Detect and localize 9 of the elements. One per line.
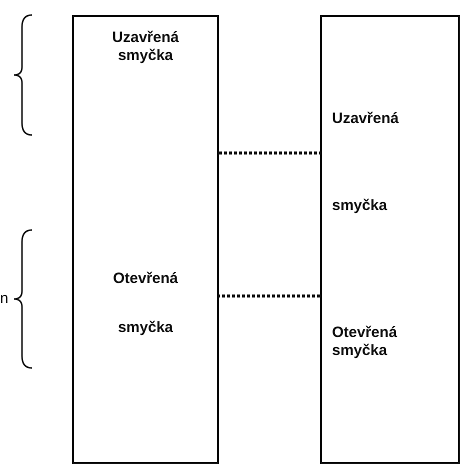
segment-label: smyčka [116, 319, 174, 337]
segment-label: Uzavřená smyčka [111, 29, 180, 65]
side-label: n [0, 290, 8, 308]
segment-label: Uzavřená [332, 110, 400, 128]
segment-label: smyčka [332, 197, 388, 215]
segment-label: Otevřená [112, 270, 180, 288]
column-box [72, 15, 219, 464]
segment-label: Otevřená smyčka [332, 324, 398, 360]
column-box [320, 15, 460, 464]
